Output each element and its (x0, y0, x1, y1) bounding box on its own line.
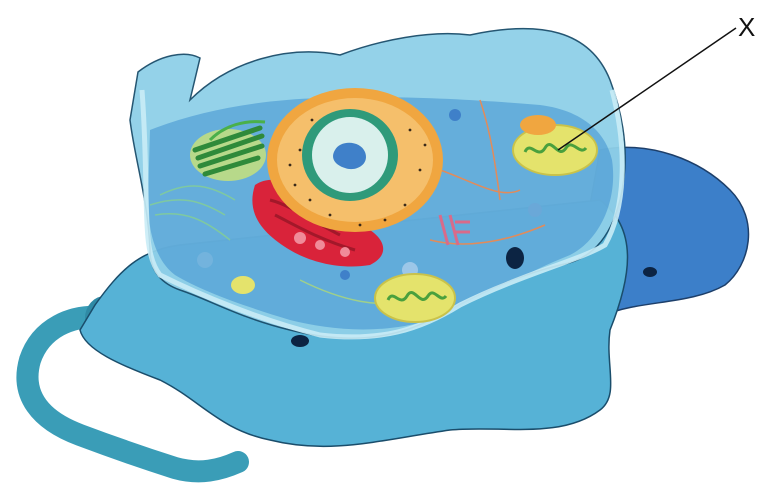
peroxisome (520, 115, 556, 135)
vacuole-yellow (231, 276, 255, 294)
nucleus (267, 88, 443, 232)
mitochondrion-lower (375, 274, 455, 322)
label-x: X (738, 12, 755, 42)
